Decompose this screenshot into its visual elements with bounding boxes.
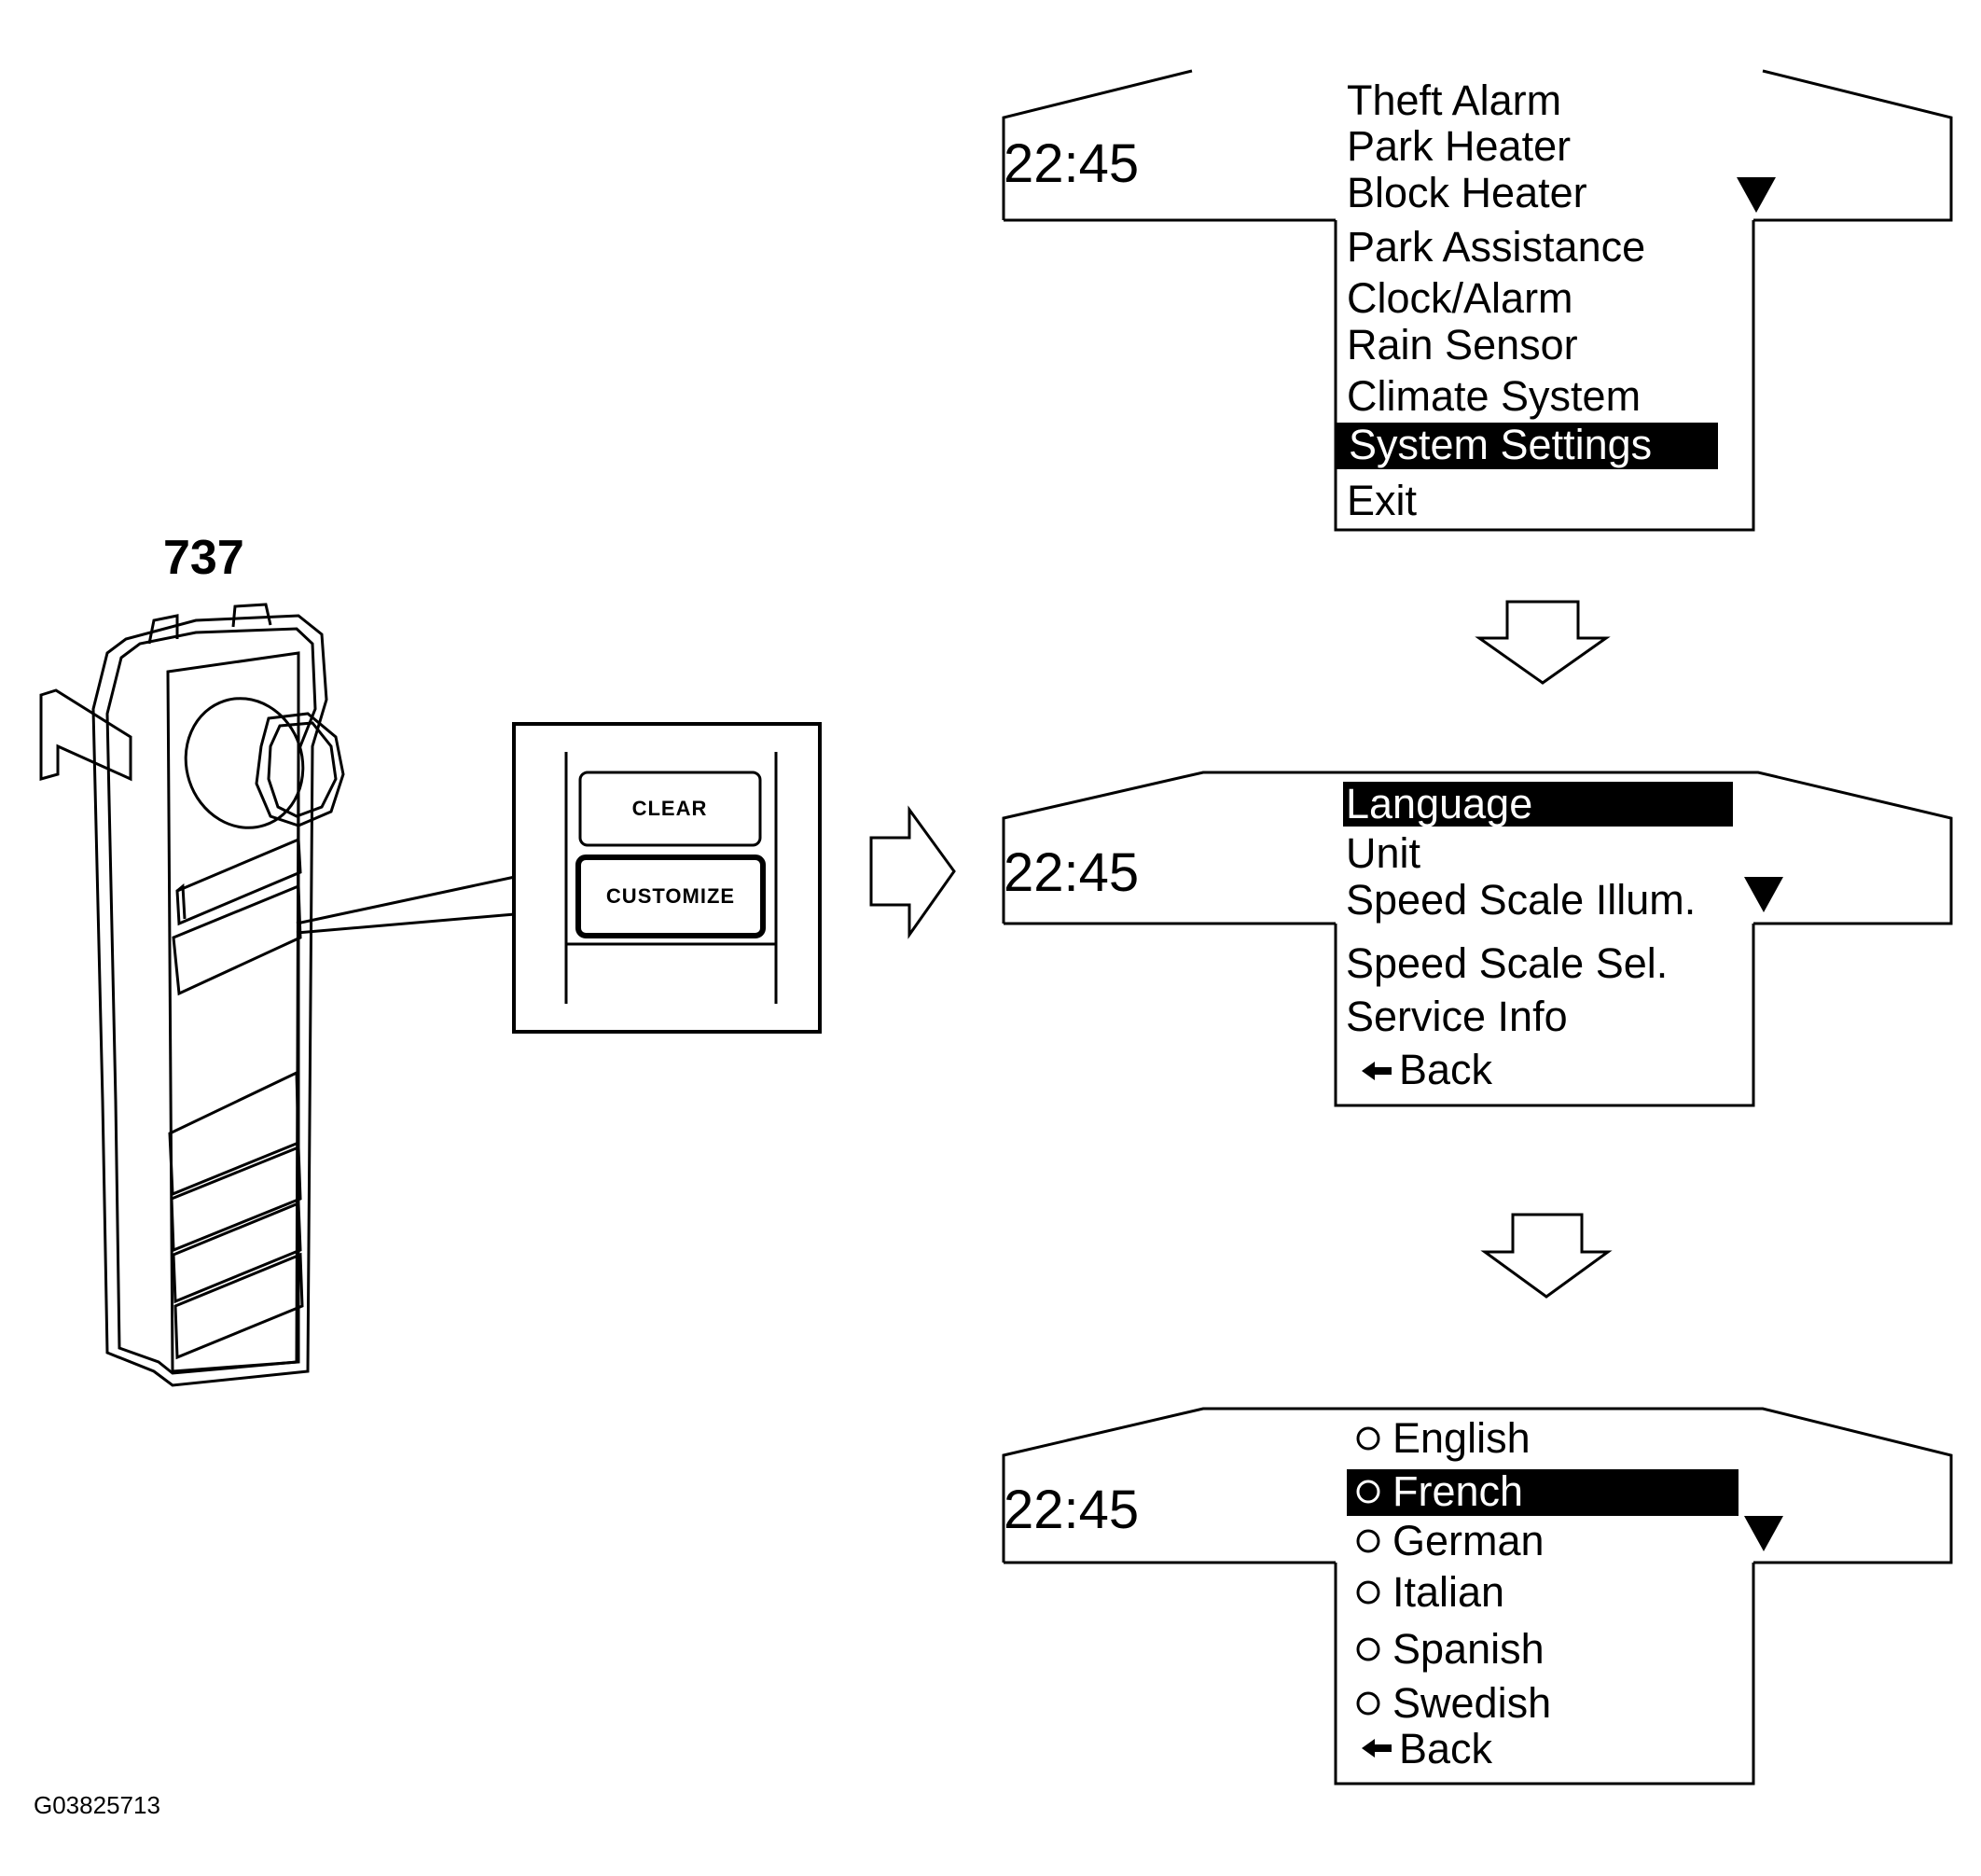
clock-display: 22:45	[1004, 133, 1139, 194]
language-option-german[interactable]: German	[1392, 1517, 1545, 1564]
switch-module-illustration	[39, 603, 345, 1387]
triangle-down-icon	[1737, 177, 1776, 213]
callout-box: CLEAR CUSTOMIZE	[512, 722, 822, 1034]
radio-circle-icon[interactable]	[1356, 1580, 1380, 1605]
menu-item-back[interactable]: Back	[1399, 1046, 1493, 1093]
callout-leader-lines	[296, 875, 516, 935]
menu-item-exit[interactable]: Exit	[1347, 477, 1418, 524]
clear-button[interactable]: CLEAR	[578, 771, 762, 847]
part-number-label: 737	[163, 531, 244, 585]
radio-circle-icon[interactable]	[1356, 1529, 1380, 1553]
language-option-spanish[interactable]: Spanish	[1392, 1625, 1545, 1673]
menu-item-unit[interactable]: Unit	[1346, 829, 1421, 877]
figure-id-label: G03825713	[34, 1791, 160, 1819]
radio-circle-icon[interactable]	[1356, 1637, 1380, 1661]
hollow-arrow-down-icon	[1475, 600, 1611, 685]
menu-item-theft-alarm[interactable]: Theft Alarm	[1347, 76, 1561, 124]
menu-item-clock-alarm[interactable]: Clock/Alarm	[1347, 274, 1573, 322]
menu-item-system-settings[interactable]: System Settings	[1349, 421, 1652, 468]
clock-display: 22:45	[1004, 1480, 1139, 1540]
menu-item-block-heater[interactable]: Block Heater	[1347, 169, 1587, 216]
radio-circle-icon[interactable]	[1356, 1691, 1380, 1716]
hollow-arrow-right-icon	[869, 805, 956, 939]
selection-highlight	[1343, 782, 1733, 827]
selection-highlight	[1336, 423, 1718, 469]
menu-item-service-info[interactable]: Service Info	[1346, 993, 1568, 1040]
language-option-english[interactable]: English	[1392, 1414, 1531, 1462]
menu-item-climate-system[interactable]: Climate System	[1347, 372, 1641, 420]
menu-item-park-heater[interactable]: Park Heater	[1347, 122, 1571, 170]
arrow-left-icon	[1362, 1739, 1392, 1758]
language-option-italian[interactable]: Italian	[1392, 1568, 1504, 1616]
radio-circle-icon[interactable]	[1356, 1480, 1380, 1504]
display-screen-1: 22:45 Theft Alarm Park Heater Block Heat…	[1002, 69, 1953, 532]
menu-item-speed-scale-sel[interactable]: Speed Scale Sel.	[1346, 939, 1668, 987]
selection-highlight	[1347, 1469, 1739, 1516]
language-option-swedish[interactable]: Swedish	[1392, 1679, 1551, 1727]
menu-item-back[interactable]: Back	[1399, 1725, 1493, 1772]
display-screen-3: 22:45 English French German Italian Span…	[1002, 1407, 1953, 1786]
menu-item-park-assistance[interactable]: Park Assistance	[1347, 223, 1645, 271]
customize-button[interactable]: CUSTOMIZE	[575, 855, 766, 938]
menu-item-speed-scale-illum[interactable]: Speed Scale Illum.	[1346, 876, 1696, 924]
display-screen-2: 22:45 Language Unit Speed Scale Illum. S…	[1002, 771, 1953, 1107]
menu-item-language[interactable]: Language	[1346, 780, 1532, 827]
triangle-down-icon	[1744, 877, 1783, 912]
customize-button-label: CUSTOMIZE	[606, 884, 735, 908]
language-option-french[interactable]: French	[1392, 1467, 1523, 1515]
clock-display: 22:45	[1004, 842, 1139, 903]
clear-button-label: CLEAR	[632, 797, 708, 820]
rotary-knob-illustration	[184, 697, 345, 829]
menu-item-rain-sensor[interactable]: Rain Sensor	[1347, 321, 1578, 368]
arrow-left-icon	[1362, 1062, 1392, 1080]
hollow-arrow-down-icon	[1480, 1213, 1613, 1299]
triangle-down-icon	[1744, 1516, 1783, 1551]
radio-circle-icon[interactable]	[1356, 1426, 1380, 1451]
